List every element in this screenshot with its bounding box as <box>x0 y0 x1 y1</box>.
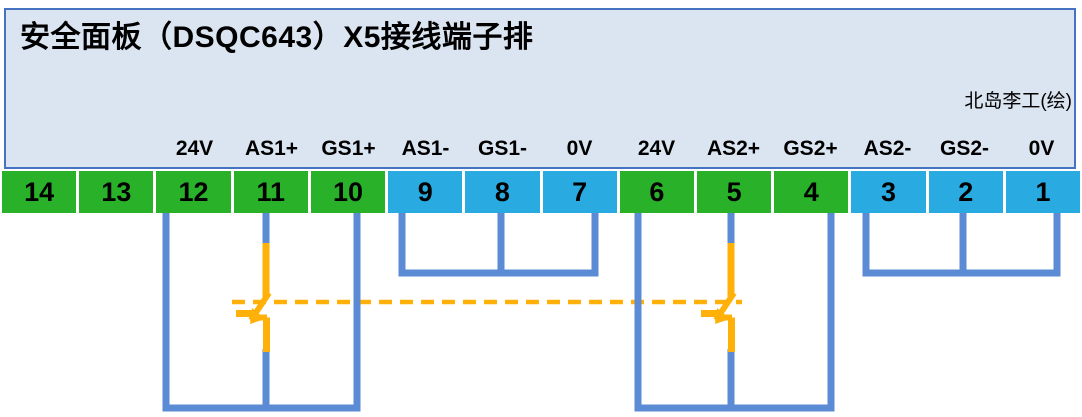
terminal-number-5: 5 <box>726 176 742 207</box>
terminal-number-2: 2 <box>958 176 974 207</box>
terminal-block-9: 9 <box>388 171 463 213</box>
terminal-block-4: 4 <box>774 171 849 213</box>
terminal-number-9: 9 <box>417 176 433 207</box>
terminal-number-7: 7 <box>572 176 588 207</box>
terminal-number-8: 8 <box>494 176 510 207</box>
terminal-block-5: 5 <box>696 171 772 213</box>
signal-label-terminal-5: AS2+ <box>706 137 761 160</box>
terminal-strip: 14 13 12 11 10 9 8 7 6 5 4 3 2 1 <box>2 171 1081 213</box>
signal-label-terminal-7: 0V <box>566 137 593 160</box>
credit-text: 北岛李工(绘) <box>964 91 1072 112</box>
terminal-block-1: 1 <box>1005 171 1081 213</box>
signal-labels-row: 24V AS1+ GS1+ AS1- GS1- 0V 24V AS2+ GS2+ AS2- GS2-… <box>0 134 1082 166</box>
terminal-block-8: 8 <box>465 171 540 213</box>
terminal-number-12: 12 <box>178 176 209 207</box>
terminal-number-6: 6 <box>649 176 665 207</box>
switch-contact-2-icon <box>701 243 737 352</box>
terminal-block-12: 12 <box>156 171 231 213</box>
terminal-block-3: 3 <box>851 171 926 213</box>
signal-label-terminal-4: GS2+ <box>783 137 838 160</box>
terminal-number-4: 4 <box>803 176 819 207</box>
signal-label-terminal-2: GS2- <box>939 137 990 160</box>
terminal-block-2: 2 <box>928 171 1003 213</box>
terminal-number-11: 11 <box>256 176 286 207</box>
signal-label-terminal-9: AS1- <box>401 137 450 160</box>
header-panel <box>4 8 1076 169</box>
terminal-block-13: 13 <box>79 171 154 213</box>
signal-label-terminal-6: 24V <box>637 137 676 160</box>
terminal-block-7: 7 <box>542 171 617 213</box>
terminal-block-11: 11 <box>233 171 308 213</box>
terminal-block-6: 6 <box>619 171 694 213</box>
signal-label-terminal-12: 24V <box>175 137 214 160</box>
signal-label-terminal-8: GS1- <box>477 137 528 160</box>
terminal-number-10: 10 <box>332 176 363 207</box>
terminal-number-14: 14 <box>24 176 55 207</box>
wire-loop-1 <box>162 212 361 412</box>
terminal-block-10: 10 <box>310 171 386 213</box>
terminal-number-1: 1 <box>1035 176 1051 207</box>
terminal-number-13: 13 <box>101 176 132 207</box>
diagram-title: 安全面板（DSQC643）X5接线端子排 <box>20 21 534 54</box>
terminal-number-3: 3 <box>881 176 897 207</box>
terminal-block-14: 14 <box>2 171 77 213</box>
signal-label-terminal-10: GS1+ <box>321 137 376 160</box>
wire-group <box>162 212 1061 412</box>
signal-label-terminal-3: AS2- <box>863 137 912 160</box>
switch-contact-1-icon <box>236 243 272 352</box>
signal-label-terminal-11: AS1+ <box>244 137 299 160</box>
signal-label-terminal-1: 0V <box>1028 137 1055 160</box>
